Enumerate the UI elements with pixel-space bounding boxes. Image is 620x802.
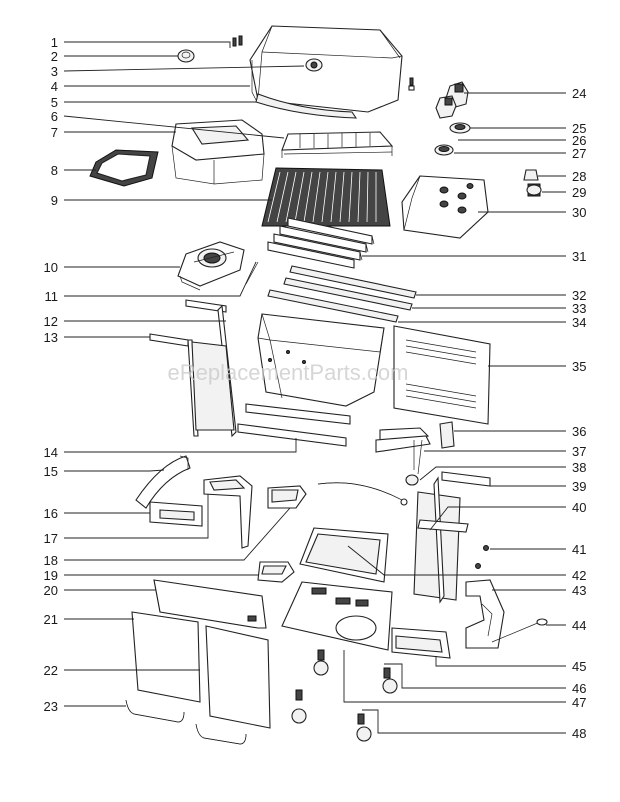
part-small-screws [475, 545, 489, 569]
callout-20: 20 [44, 583, 58, 598]
part-right-handle [391, 627, 451, 659]
callout-38: 38 [572, 460, 586, 475]
part-screws [232, 35, 243, 47]
callout-12: 12 [44, 314, 58, 329]
callout-25: 25 [572, 121, 586, 136]
callout-48: 48 [572, 726, 586, 741]
callout-5: 5 [51, 95, 58, 110]
part-grease-tray [299, 527, 389, 583]
part-tank-mount [375, 421, 455, 486]
watermark: eReplacementParts.com [168, 360, 409, 385]
callout-45: 45 [572, 659, 586, 674]
part-flavorizer-bars [267, 217, 375, 269]
part-cooking-grate [261, 167, 391, 227]
callout-33: 33 [572, 301, 586, 316]
callout-28: 28 [572, 169, 586, 184]
part-left-door [131, 611, 201, 703]
part-cookbox [257, 313, 385, 407]
part-crossbars [237, 403, 351, 447]
callout-26: 26 [572, 133, 586, 148]
callout-35: 35 [572, 359, 586, 374]
callout-22: 22 [44, 663, 58, 678]
part-casters [291, 649, 398, 742]
callout-15: 15 [44, 464, 58, 479]
callout-24: 24 [572, 86, 586, 101]
part-side-burner-housing [171, 119, 265, 185]
part-control-knobs [434, 81, 471, 156]
part-gas-hose [317, 482, 408, 506]
callout-2: 2 [51, 49, 58, 64]
callout-19: 19 [44, 568, 58, 583]
callout-27: 27 [572, 146, 586, 161]
part-lid [249, 25, 403, 119]
callout-34: 34 [572, 315, 586, 330]
callout-21: 21 [44, 612, 58, 627]
callouts-right: 24 25 26 27 28 29 30 31 32 33 34 35 36 3… [572, 86, 586, 741]
callout-18: 18 [44, 553, 58, 568]
callout-31: 31 [572, 249, 586, 264]
part-front-rail [153, 579, 267, 629]
callout-32: 32 [572, 288, 586, 303]
callout-1: 1 [51, 35, 58, 50]
part-igniter-rod [245, 261, 259, 285]
callout-13: 13 [44, 330, 58, 345]
callout-14: 14 [44, 445, 58, 460]
part-igniter-knob [523, 169, 542, 197]
callout-47: 47 [572, 695, 586, 710]
callout-39: 39 [572, 479, 586, 494]
part-burner-tubes [267, 265, 417, 323]
part-side-bracket [135, 455, 191, 509]
part-right-door [205, 625, 271, 729]
callout-40: 40 [572, 500, 586, 515]
part-side-panel [203, 475, 253, 549]
callout-43: 43 [572, 583, 586, 598]
callout-29: 29 [572, 185, 586, 200]
part-igniter-wire [491, 618, 548, 643]
part-side-shroud [465, 579, 505, 649]
callout-37: 37 [572, 444, 586, 459]
callout-11: 11 [45, 289, 59, 304]
part-left-frame [149, 299, 237, 438]
callouts-left: 1 2 3 4 5 6 7 8 9 10 11 12 13 14 15 16 1… [44, 35, 58, 714]
part-side-burner [177, 241, 245, 291]
callout-36: 36 [572, 424, 586, 439]
callout-8: 8 [51, 163, 58, 178]
callout-10: 10 [44, 260, 58, 275]
callout-46: 46 [572, 681, 586, 696]
callout-3: 3 [51, 64, 58, 79]
callout-9: 9 [51, 193, 58, 208]
callout-6: 6 [51, 109, 58, 124]
callout-44: 44 [572, 618, 586, 633]
callout-17: 17 [44, 531, 58, 546]
part-side-burner-grate [89, 149, 159, 187]
part-door-handles [125, 699, 247, 745]
callout-41: 41 [572, 542, 586, 557]
callout-23: 23 [44, 699, 58, 714]
part-drip-tray [257, 485, 307, 583]
part-screw-lid [408, 77, 415, 91]
part-back-panel [393, 325, 491, 425]
callout-4: 4 [51, 79, 58, 94]
callout-30: 30 [572, 205, 586, 220]
part-right-frame [413, 471, 491, 604]
leader-lines [63, 41, 566, 734]
part-bezel [177, 49, 195, 63]
part-control-panel [401, 175, 489, 239]
callout-16: 16 [44, 506, 58, 521]
callout-42: 42 [572, 568, 586, 583]
part-work-shelf [281, 581, 393, 651]
part-handle-bracket [149, 501, 203, 527]
part-warming-rack [281, 131, 394, 158]
callout-7: 7 [51, 125, 58, 140]
